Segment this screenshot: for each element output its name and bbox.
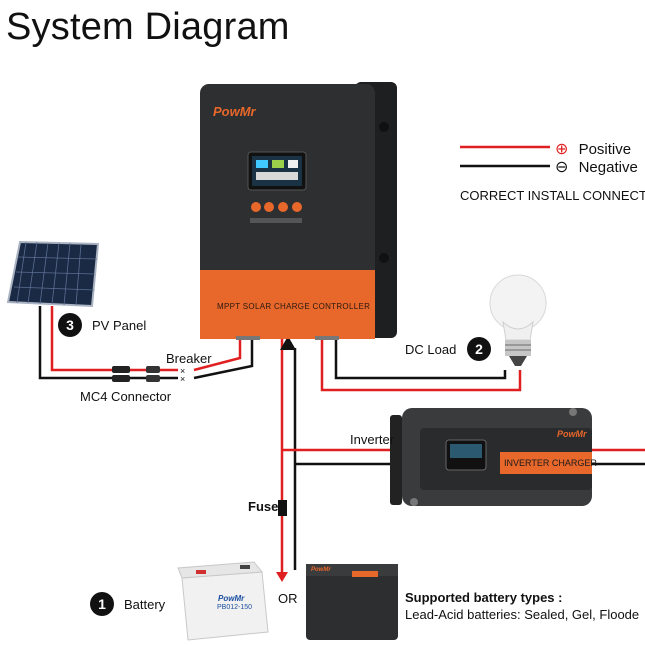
supported-heading: Supported battery types : bbox=[405, 590, 563, 605]
or-label: OR bbox=[278, 591, 298, 606]
mc4-connector-label: MC4 Connector bbox=[80, 389, 172, 404]
dc-load-number: 2 bbox=[467, 337, 491, 361]
fuse-symbol bbox=[278, 500, 287, 516]
fuse-label: Fuse bbox=[248, 499, 279, 514]
negative-icon: ⊖ bbox=[555, 159, 569, 176]
lithium-brand: PowMr bbox=[311, 567, 331, 573]
battery-wires bbox=[276, 330, 297, 582]
lead-acid-battery-image bbox=[177, 561, 269, 641]
battery-model: PB012-150 bbox=[217, 604, 253, 611]
inverter-panel-text: INVERTER CHARGER bbox=[504, 458, 597, 468]
page-title: System Diagram bbox=[6, 6, 290, 48]
positive-icon: ⊕ bbox=[555, 141, 569, 158]
pv-panel-image bbox=[6, 240, 100, 308]
pv-panel-label: PV Panel bbox=[92, 318, 147, 333]
legend-positive: ⊕ Positive bbox=[555, 139, 631, 159]
controller-brand: PowMr bbox=[213, 104, 256, 119]
inverter-brand: PowMr bbox=[557, 429, 587, 439]
dc-load-label: DC Load bbox=[405, 342, 457, 357]
inverter-wires bbox=[282, 448, 645, 466]
battery-number: 1 bbox=[90, 592, 114, 616]
svg-text:×: × bbox=[180, 374, 185, 384]
lithium-battery-image bbox=[306, 564, 398, 640]
breaker-label: Breaker bbox=[166, 351, 212, 366]
legend-positive-label: Positive bbox=[578, 141, 632, 158]
dc-load-bulb-image bbox=[489, 274, 547, 366]
legend-negative-label: Negative bbox=[578, 159, 638, 176]
pv-wires: × × bbox=[38, 306, 254, 384]
battery-label: Battery bbox=[124, 597, 166, 612]
svg-text:×: × bbox=[180, 366, 185, 376]
mc4-connector-top bbox=[112, 366, 130, 373]
load-wires bbox=[320, 335, 522, 392]
inverter-label: Inverter bbox=[350, 432, 395, 447]
controller-label: MPPT SOLAR CHARGE CONTROLLER bbox=[217, 302, 371, 311]
pv-panel-number: 3 bbox=[58, 313, 82, 337]
mc4-connector-bottom bbox=[112, 375, 130, 382]
supported-lead-acid: Lead-Acid batteries: Sealed, Gel, Floode bbox=[405, 607, 640, 622]
inverter-image bbox=[390, 408, 592, 506]
battery-brand: PowMr bbox=[218, 594, 245, 603]
install-note: CORRECT INSTALL CONNECT C bbox=[460, 188, 645, 203]
charge-controller-image bbox=[200, 82, 397, 340]
arrow-up bbox=[280, 336, 296, 350]
legend-negative: ⊖ Negative bbox=[555, 157, 638, 177]
arrow-down bbox=[276, 572, 288, 582]
